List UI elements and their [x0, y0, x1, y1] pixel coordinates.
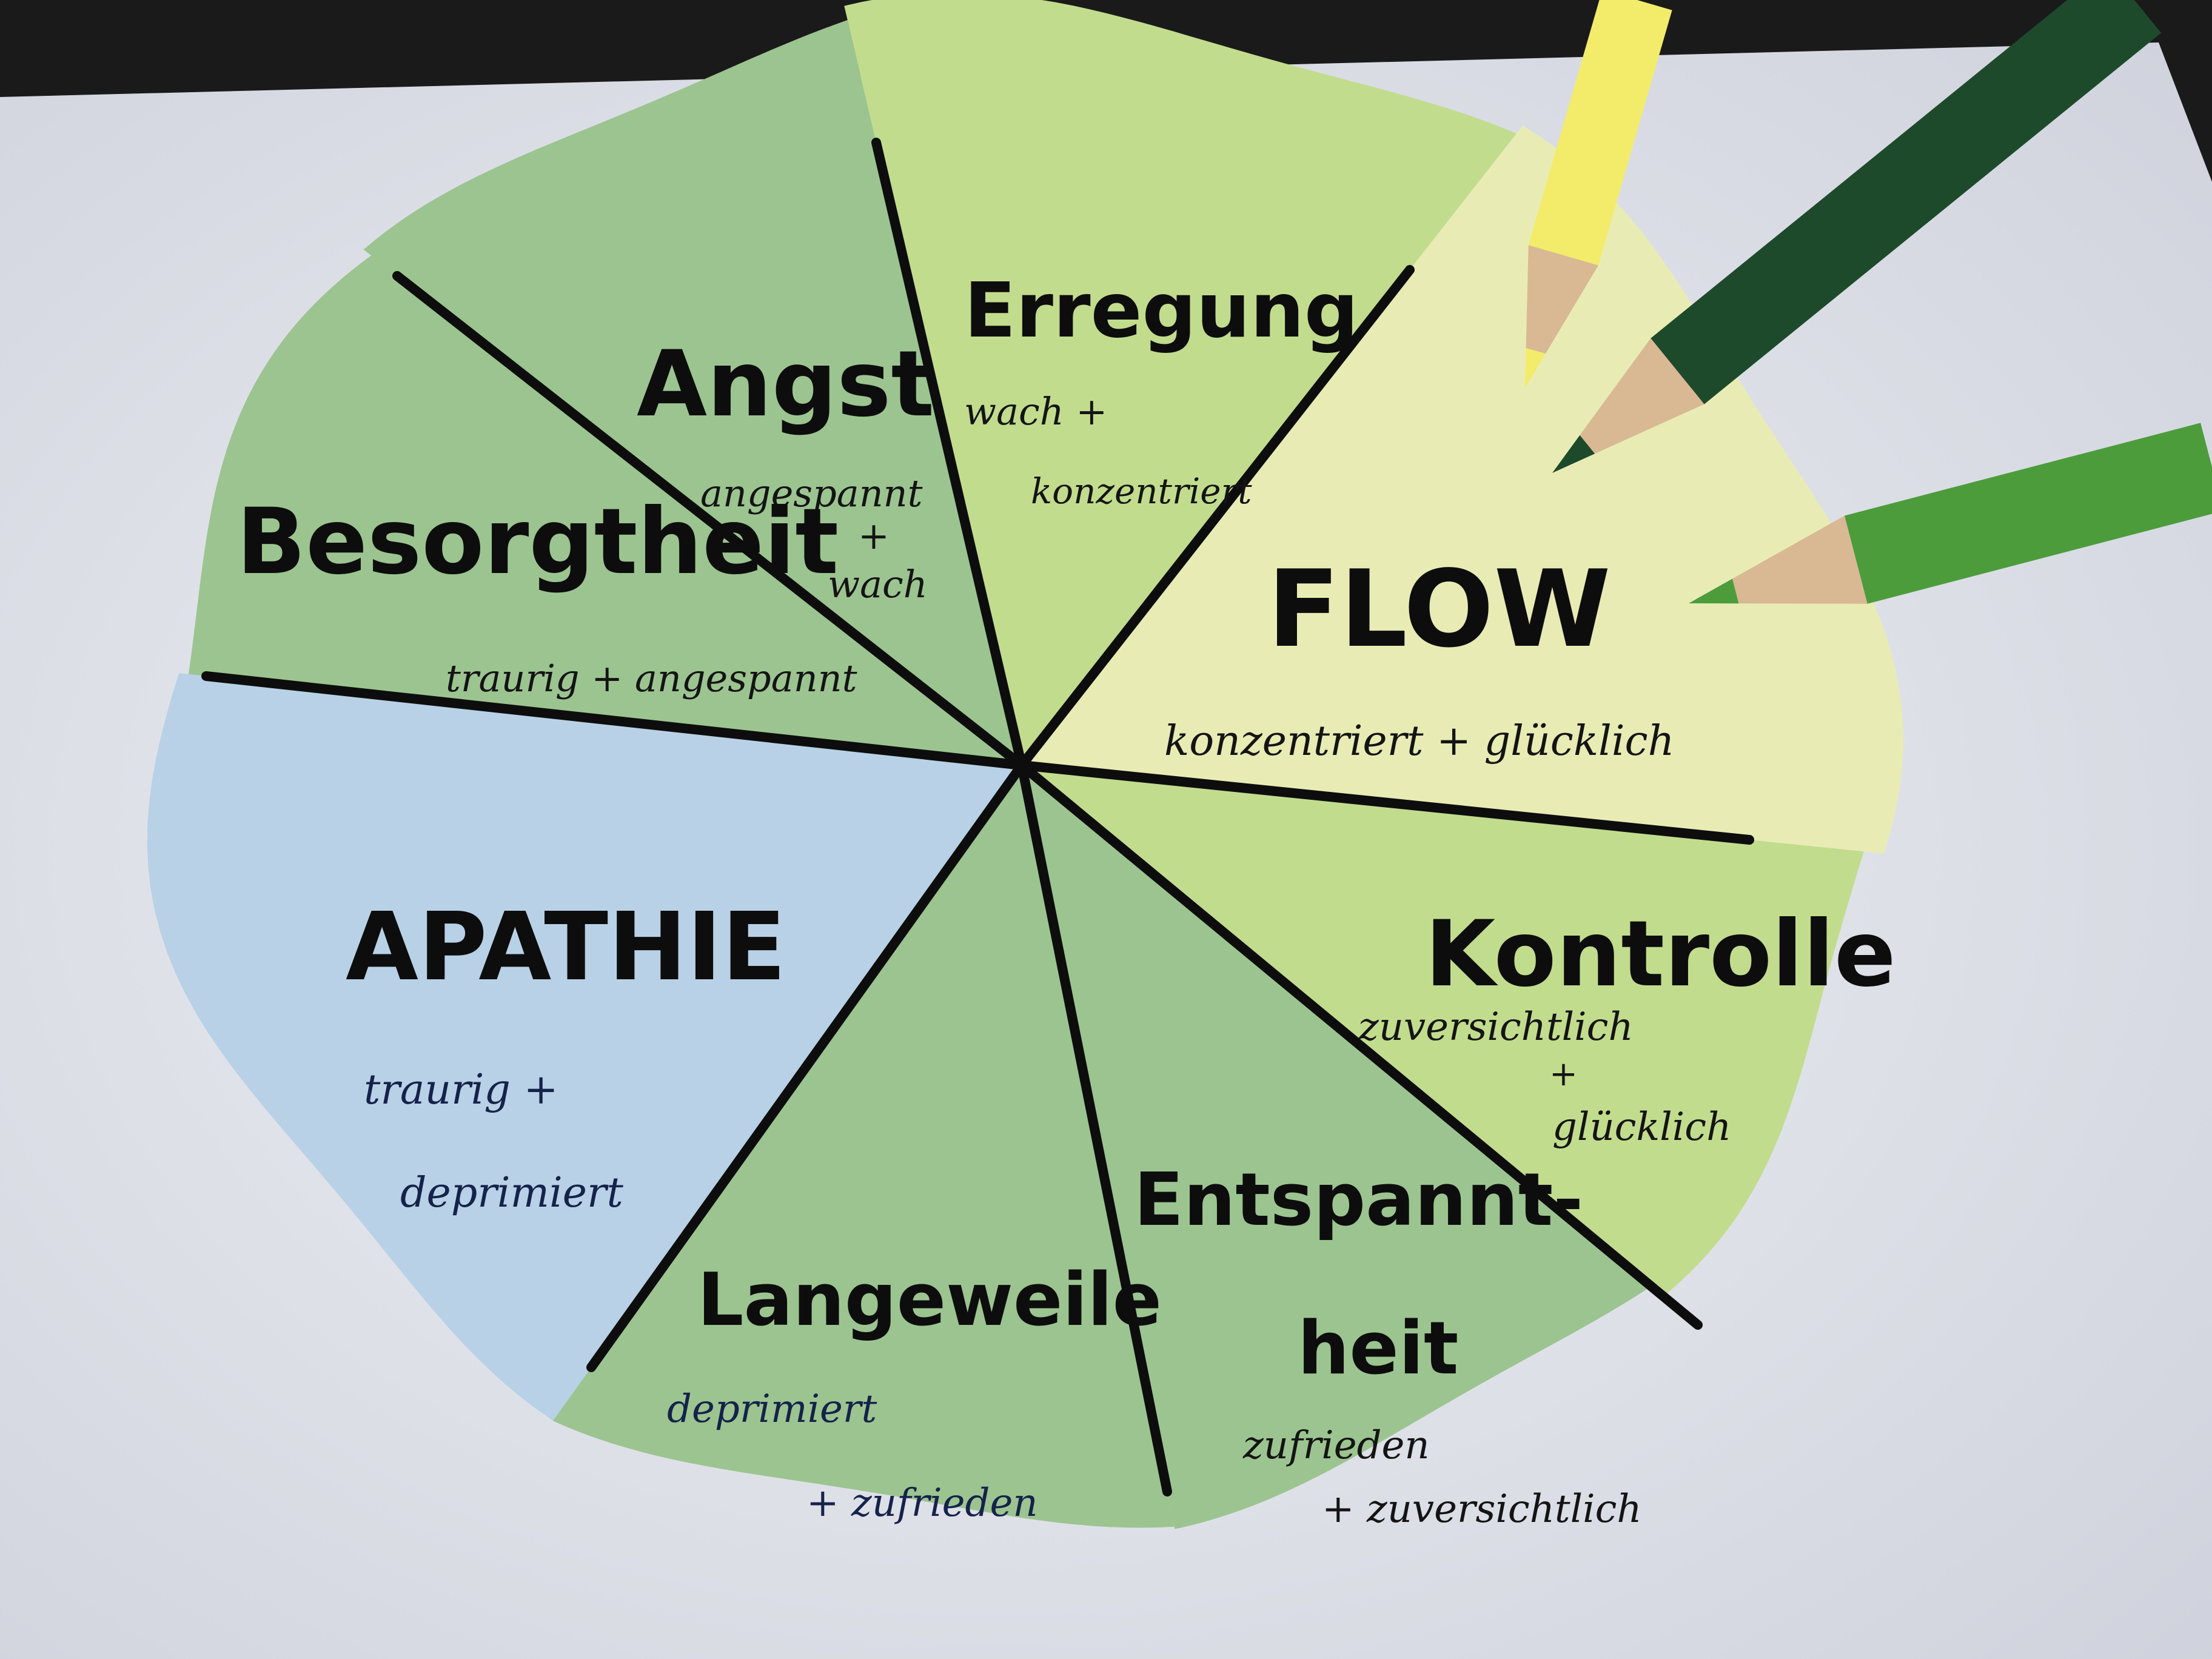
yellow-pencil-wood	[1526, 245, 1598, 354]
segment-angst	[363, 20, 1022, 765]
segment-subtitle-kontrolle-1: zuversichtlich	[1358, 1005, 1634, 1050]
segment-subtitle-besorgtheit-1: traurig + angespannt	[446, 656, 857, 700]
segment-labels: Angst angespannt + wach Erregung wach + …	[236, 267, 1896, 1532]
green-pencil	[1689, 423, 2212, 604]
emotion-wheel	[147, 0, 1903, 1529]
segment-besorgtheit	[189, 255, 1022, 765]
dark-green-pencil-lead	[1552, 435, 1595, 473]
segment-label-kontrolle: Kontrolle	[1425, 902, 1896, 1007]
segment-label-langeweile: Langeweile	[697, 1258, 1162, 1342]
divider-line	[1017, 760, 1172, 1496]
segment-subtitle-angst-1: angespannt	[700, 471, 923, 515]
segment-apathie	[147, 673, 1022, 1421]
divider-line	[586, 760, 1027, 1372]
yellow-pencil-lead	[1525, 348, 1546, 388]
segment-label-angst: Angst	[637, 332, 934, 437]
segment-subtitle-kontrolle-2: +	[1549, 1054, 1578, 1094]
segment-subtitle-langeweile-2: + zufrieden	[806, 1481, 1038, 1526]
segment-label-entspanntheit-2: heit	[1298, 1307, 1458, 1391]
segment-flow	[1022, 126, 1903, 854]
segment-subtitle-entspanntheit-2: + zuversichtlich	[1322, 1487, 1642, 1532]
segment-label-entspanntheit-1: Entspannt-	[1134, 1158, 1583, 1242]
colored-pencils	[1525, 0, 2212, 604]
dark-green-pencil-body	[1651, 0, 2162, 404]
green-pencil-lead	[1689, 578, 1739, 604]
segment-label-besorgtheit: Besorgtheit	[236, 489, 839, 595]
segment-label-apathie: APATHIE	[346, 892, 786, 1002]
segment-subtitle-apathie-1: traurig +	[364, 1066, 558, 1114]
segment-subtitle-entspanntheit-1: zufrieden	[1242, 1423, 1430, 1468]
segment-erregung	[844, 0, 1517, 765]
segment-subtitle-angst-3: wach	[828, 562, 928, 606]
divider-line	[871, 138, 1027, 770]
segment-langeweile	[552, 765, 1175, 1528]
segment-label-erregung: Erregung	[964, 267, 1358, 355]
dark-green-pencil	[1552, 0, 2162, 473]
segment-subtitle-kontrolle-3: glücklich	[1552, 1105, 1731, 1150]
yellow-pencil-body	[1528, 0, 1672, 266]
segment-subtitle-flow-1: konzentriert + glücklich	[1164, 717, 1674, 765]
segment-subtitle-apathie-2: deprimiert	[400, 1169, 624, 1217]
divider-line	[392, 271, 1027, 770]
green-pencil-wood	[1732, 515, 1868, 604]
divider-line	[1017, 760, 1754, 845]
segment-subtitle-erregung-2: konzentriert	[1031, 471, 1252, 512]
segment-subtitle-angst-2: +	[858, 514, 890, 558]
divider-line	[1017, 265, 1415, 770]
segment-entspanntheit	[1022, 765, 1652, 1529]
yellow-pencil	[1525, 0, 1672, 388]
divider-line	[201, 671, 1027, 770]
segment-subtitle-langeweile-1: deprimiert	[667, 1387, 877, 1432]
green-pencil-body	[1844, 423, 2212, 604]
segment-subtitle-erregung-1: wach +	[964, 389, 1107, 434]
segment-label-flow: FLOW	[1267, 548, 1611, 671]
segment-dividers	[201, 138, 1754, 1496]
divider-line	[1017, 760, 1703, 1330]
segment-kontrolle	[1022, 765, 1864, 1296]
dark-green-pencil-wood	[1580, 338, 1704, 454]
